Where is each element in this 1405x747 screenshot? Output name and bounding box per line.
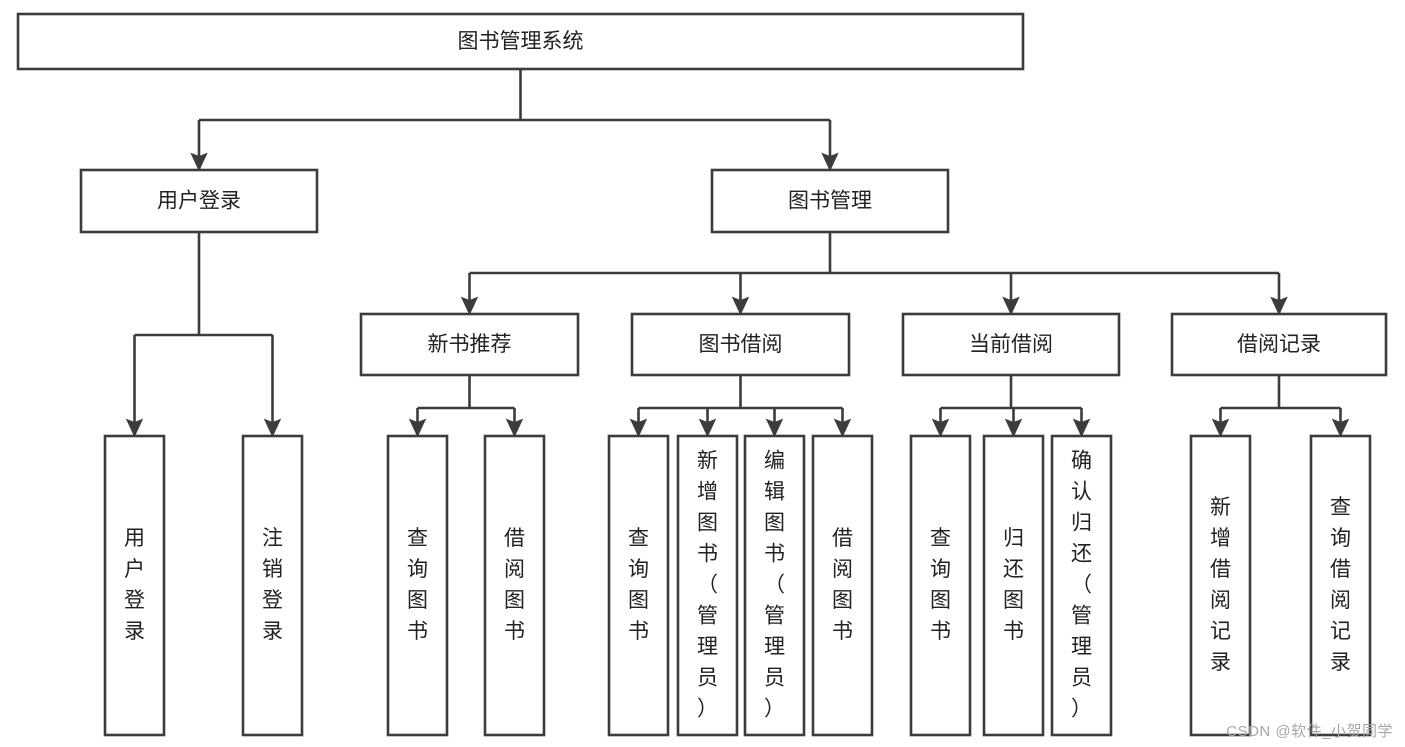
node-box: [359, 312, 580, 377]
node-box: [982, 434, 1045, 737]
node-new-book-rec[interactable]: 新书推荐: [359, 312, 580, 377]
node-leaf-user-login[interactable]: 用户登录: [103, 434, 166, 737]
node-box: [16, 12, 1025, 71]
node-book-manage[interactable]: 图书管理: [710, 168, 950, 234]
node-box: [811, 434, 874, 737]
node-box: [676, 434, 739, 737]
node-leaf-query-book-2[interactable]: 查询图书: [607, 434, 670, 737]
node-box: [386, 434, 449, 737]
node-label: 查询借阅记录: [1330, 496, 1351, 674]
node-user-login[interactable]: 用户登录: [79, 168, 319, 234]
node-book-borrow[interactable]: 图书借阅: [630, 312, 851, 377]
node-leaf-add-record[interactable]: 新增借阅记录: [1189, 434, 1252, 737]
node-label: 当前借阅: [969, 333, 1053, 356]
node-box: [483, 434, 546, 737]
node-box: [607, 434, 670, 737]
node-leaf-query-book-3[interactable]: 查询图书: [909, 434, 972, 737]
node-leaf-return-book[interactable]: 归还图书: [982, 434, 1045, 737]
node-label: 用户登录: [124, 527, 145, 643]
node-label: 查询图书: [628, 527, 649, 643]
node-current-borrow[interactable]: 当前借阅: [901, 312, 1121, 377]
node-leaf-borrow-book-1[interactable]: 借阅图书: [483, 434, 546, 737]
connector-layer: [125, 69, 1350, 438]
node-box: [909, 434, 972, 737]
node-leaf-query-book-1[interactable]: 查询图书: [386, 434, 449, 737]
node-label: 借阅记录: [1237, 333, 1321, 356]
node-label: 图书借阅: [699, 333, 783, 356]
node-box: [743, 434, 806, 737]
node-label: 新书推荐: [428, 333, 512, 356]
node-box: [103, 434, 166, 737]
node-box: [710, 168, 950, 234]
node-box: [241, 434, 304, 737]
node-box: [630, 312, 851, 377]
node-leaf-borrow-book-2[interactable]: 借阅图书: [811, 434, 874, 737]
node-box: [1309, 434, 1372, 737]
node-label: 查询图书: [930, 527, 951, 643]
node-label: 新增借阅记录: [1210, 496, 1231, 674]
node-label: 图书管理系统: [458, 30, 584, 53]
node-box: [1170, 312, 1388, 377]
node-box: [901, 312, 1121, 377]
node-box: [1189, 434, 1252, 737]
node-box: [1050, 434, 1113, 737]
watermark: CSDN @软件_小贺同学: [1226, 723, 1393, 740]
node-leaf-edit-book[interactable]: 编辑图书（管理员）: [743, 434, 806, 737]
node-borrow-record[interactable]: 借阅记录: [1170, 312, 1388, 377]
node-box: [79, 168, 319, 234]
node-label: 借阅图书: [832, 527, 853, 643]
node-label: 编辑图书（管理员）: [764, 450, 785, 721]
node-label: 注销登录: [262, 527, 283, 643]
node-layer: 图书管理系统用户登录图书管理新书推荐图书借阅当前借阅借阅记录用户登录注销登录查询…: [16, 12, 1388, 737]
node-leaf-query-record[interactable]: 查询借阅记录: [1309, 434, 1372, 737]
node-label: 确认归还（管理员）: [1071, 450, 1092, 721]
node-label: 查询图书: [407, 527, 428, 643]
node-label: 借阅图书: [504, 527, 525, 643]
node-leaf-confirm-return[interactable]: 确认归还（管理员）: [1050, 434, 1113, 737]
node-label: 新增图书（管理员）: [697, 450, 718, 721]
node-root[interactable]: 图书管理系统: [16, 12, 1025, 71]
node-leaf-add-book[interactable]: 新增图书（管理员）: [676, 434, 739, 737]
node-label: 用户登录: [157, 190, 241, 213]
node-label: 图书管理: [788, 190, 872, 213]
node-leaf-user-logout[interactable]: 注销登录: [241, 434, 304, 737]
node-label: 归还图书: [1003, 527, 1024, 643]
